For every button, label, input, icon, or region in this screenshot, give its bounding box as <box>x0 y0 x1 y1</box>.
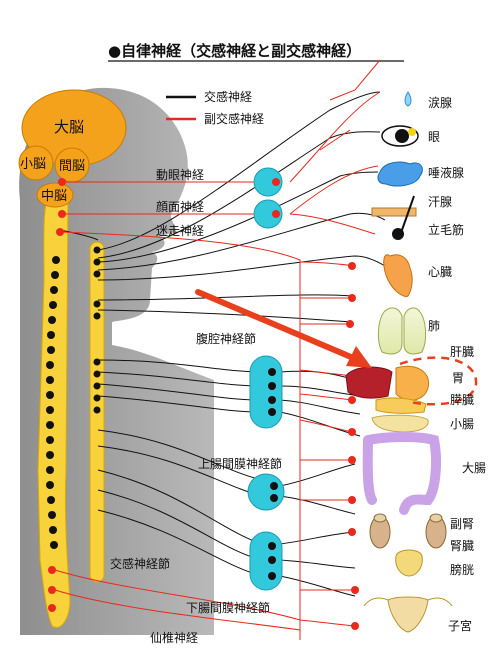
ciliary-ganglion <box>253 167 283 197</box>
organ-label-large-intestine: 大腸 <box>462 461 486 475</box>
cerebellum-label: 小脳 <box>20 157 46 172</box>
highlight-arrow <box>195 289 372 368</box>
salivary-gland-icon <box>377 161 423 187</box>
uterus-icon <box>363 596 453 633</box>
organ-label-lacrimal: 涙腺 <box>428 95 452 110</box>
cranial-ganglia <box>253 167 283 229</box>
inferior-mesenteric-ganglion <box>249 531 283 591</box>
midbrain-shape <box>36 182 74 208</box>
organ-label-bladder: 膀胱 <box>450 562 474 577</box>
organ-label-sweat: 汗腺 <box>428 195 452 209</box>
superior-mesenteric-ganglion <box>247 473 285 511</box>
eye-icon <box>381 125 419 147</box>
adrenal-icon <box>373 513 443 523</box>
stomach-icon <box>395 365 430 401</box>
celiac-ganglion <box>249 355 283 429</box>
organ-label-heart: 心臓 <box>428 265 452 279</box>
facial-nerve-label: 顔面神経 <box>156 199 204 214</box>
liver-icon <box>345 366 393 399</box>
celiac-ganglion-label: 腹腔神経節 <box>196 331 256 346</box>
organ-label-adrenal: 副腎 <box>450 517 474 531</box>
legend: 交感神経 副交感神経 <box>166 89 264 126</box>
oculomotor-nerve-label: 動眼神経 <box>156 168 204 182</box>
intestine-icon <box>371 414 429 433</box>
sympathetic-roots <box>46 256 60 549</box>
pancreas-icon <box>375 397 427 414</box>
legend-parasympathetic-label: 副交感神経 <box>204 111 264 126</box>
midbrain-label: 中脳 <box>41 189 67 204</box>
colon-icon <box>362 432 441 515</box>
inferior-mesenteric-ganglion-label: 下腸間膜神経節 <box>186 600 270 615</box>
hair-follicle-icon <box>371 195 417 240</box>
parasympathetic-roots <box>48 178 66 612</box>
superior-mesenteric-ganglion-label: 上腸間膜神経節 <box>198 456 282 471</box>
cerebellum-shape <box>18 145 54 181</box>
organ-label-pancreas: 膵臓 <box>450 393 474 407</box>
diagram-title: ●自律神経（交感神経と副交感神経） <box>108 42 361 60</box>
bladder-icon <box>395 549 423 577</box>
legend-sympathetic-label: 交感神経 <box>204 89 252 104</box>
tear-drop-icon <box>404 91 412 107</box>
sympathetic-chain-label: 交感神経節 <box>110 556 170 571</box>
lung-icon <box>377 307 427 355</box>
organ-label-liver: 肝臓 <box>450 345 474 359</box>
diencephalon-label: 間脳 <box>59 159 85 174</box>
organ-label-salivary: 唾液腺 <box>428 165 464 180</box>
organ-label-uterus: 子宮 <box>448 618 472 633</box>
organ-label-eye: 眼 <box>428 130 440 144</box>
organ-label-lung: 肺 <box>428 319 440 333</box>
organ-label-piloerector: 立毛筋 <box>428 222 464 237</box>
organ-label-kidney: 腎臓 <box>450 539 474 553</box>
brain: 大脳 小脳 間脳 中脳 <box>18 89 127 208</box>
heart-icon <box>383 254 413 297</box>
sacral-nerve-label: 仙椎神経 <box>150 630 198 645</box>
parasympathetic-terminals <box>346 262 359 630</box>
kidney-icon <box>369 515 447 549</box>
parasympathetic-fibers <box>54 59 381 640</box>
cerebrum-label: 大脳 <box>54 118 84 136</box>
organ-icons <box>345 91 453 633</box>
organ-label-stomach: 胃 <box>452 371 464 385</box>
facial-ganglion <box>253 199 283 229</box>
organ-label-small-intestine: 小腸 <box>450 417 474 431</box>
chain-ganglia <box>93 246 101 414</box>
stomach-highlight-outline <box>399 356 478 406</box>
vagus-nerve-label: 迷走神経 <box>156 224 204 238</box>
